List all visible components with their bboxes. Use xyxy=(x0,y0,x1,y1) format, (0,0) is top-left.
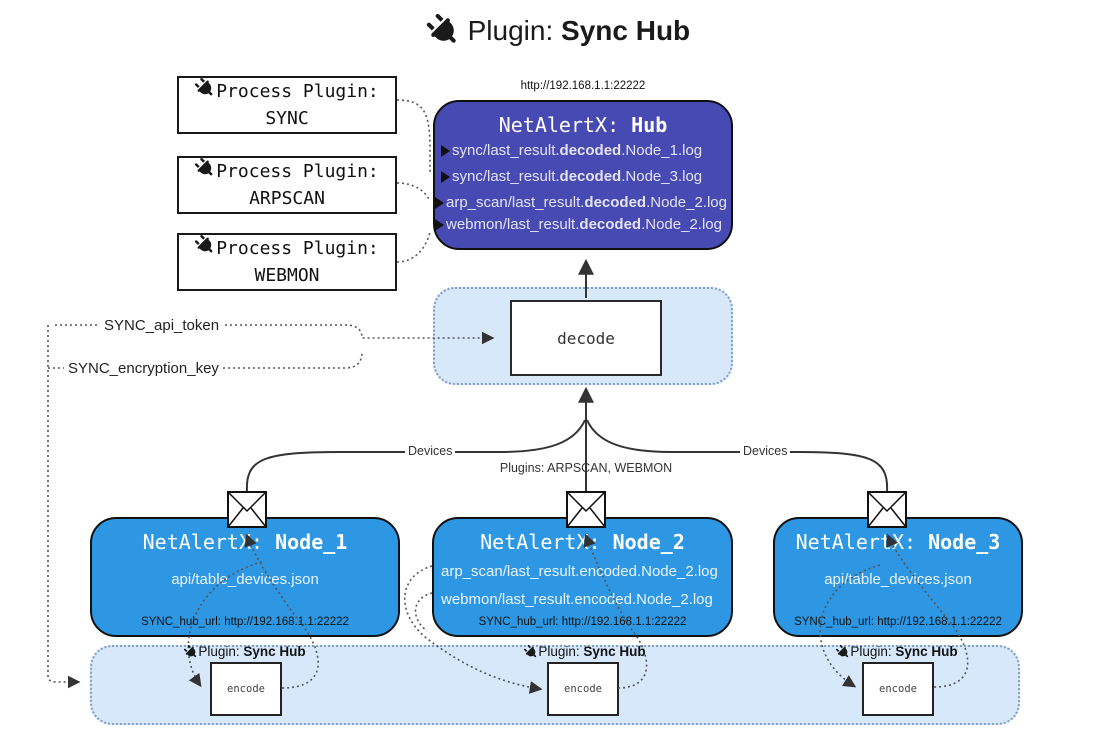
devices-left-label: Devices xyxy=(405,444,456,458)
plug-icon xyxy=(195,234,216,263)
encode-plugin-label: Plugin: Sync Hub xyxy=(170,644,320,659)
decode-box: decode xyxy=(510,300,662,376)
node-hub-url: SYNC_hub_url: http://192.168.1.1:22222 xyxy=(141,616,349,628)
process-plugin-name: WEBMON xyxy=(254,265,320,286)
decode-panel: decode xyxy=(433,287,733,385)
process-plugin-name: ARPSCAN xyxy=(249,188,325,209)
plug-icon xyxy=(524,644,538,659)
node-3-box: NetAlertX: Node_3 api/table_devices.json… xyxy=(773,517,1023,637)
node-1-box: NetAlertX: Node_1 api/table_devices.json… xyxy=(90,517,400,637)
node-2-box: NetAlertX: Node_2 arp_scan/last_result.e… xyxy=(432,517,733,637)
arrow-right-icon xyxy=(435,218,444,231)
hub-url-label: http://192.168.1.1:22222 xyxy=(520,80,646,92)
plug-icon xyxy=(195,157,216,186)
process-plugin-label: Process Plugin: xyxy=(216,80,379,102)
envelope-icon xyxy=(867,491,907,528)
node-title: NetAlertX: Node_1 xyxy=(142,530,348,554)
process-plugin-name: SYNC xyxy=(265,108,309,129)
plug-icon xyxy=(426,13,460,46)
process-plugin-webmon-box: Process Plugin: WEBMON xyxy=(177,233,397,291)
page-title: Plugin: Sync Hub xyxy=(0,13,1117,47)
hub-box: NetAlertX: Hub sync/last_result.decoded.… xyxy=(433,100,733,250)
envelope-icon xyxy=(566,491,606,528)
hub-log-line: webmon/last_result.decoded.Node_2.log xyxy=(435,217,731,232)
envelope-icon xyxy=(227,491,267,528)
hub-log-line: arp_scan/last_result.decoded.Node_2.log xyxy=(435,195,731,210)
plug-icon xyxy=(184,644,198,659)
encode-box: encode xyxy=(210,662,282,716)
page-title-prefix: Plugin: xyxy=(467,15,562,46)
hub-log-line: sync/last_result.decoded.Node_3.log xyxy=(435,169,731,184)
sync-api-token-label: SYNC_api_token xyxy=(100,317,224,334)
devices-right-label: Devices xyxy=(740,444,791,458)
encode-box: encode xyxy=(862,662,934,716)
plugins-center-label: Plugins: ARPSCAN, WEBMON xyxy=(499,461,673,475)
page-title-name: Sync Hub xyxy=(561,15,691,46)
process-plugin-sync-box: Process Plugin: SYNC xyxy=(177,76,397,134)
process-plugin-label: Process Plugin: xyxy=(216,160,379,182)
encode-plugin-label: Plugin: Sync Hub xyxy=(510,644,660,659)
process-plugin-arpscan-box: Process Plugin: ARPSCAN xyxy=(177,156,397,214)
hub-title: NetAlertX: Hub xyxy=(498,113,668,137)
plug-icon xyxy=(195,77,216,106)
sync-encryption-key-label: SYNC_encryption_key xyxy=(64,360,223,377)
encode-plugin-label: Plugin: Sync Hub xyxy=(822,644,972,659)
hub-log-line: sync/last_result.decoded.Node_1.log xyxy=(435,143,731,158)
node-file-line: api/table_devices.json xyxy=(824,571,972,588)
node-title: NetAlertX: Node_2 xyxy=(480,530,685,554)
node-hub-url: SYNC_hub_url: http://192.168.1.1:22222 xyxy=(794,616,1002,628)
node-file-line: webmon/last_result.encoded.Node_2.log xyxy=(441,591,713,608)
arrow-right-icon xyxy=(435,196,444,209)
arrow-right-icon xyxy=(441,170,450,183)
arrow-right-icon xyxy=(441,144,450,157)
node-title: NetAlertX: Node_3 xyxy=(795,530,1001,554)
node-file-line: api/table_devices.json xyxy=(171,571,319,588)
node-hub-url: SYNC_hub_url: http://192.168.1.1:22222 xyxy=(478,616,687,628)
node-file-line: arp_scan/last_result.encoded.Node_2.log xyxy=(441,563,718,580)
encode-box: encode xyxy=(547,662,619,716)
plug-icon xyxy=(836,644,850,659)
process-plugin-label: Process Plugin: xyxy=(216,237,379,259)
